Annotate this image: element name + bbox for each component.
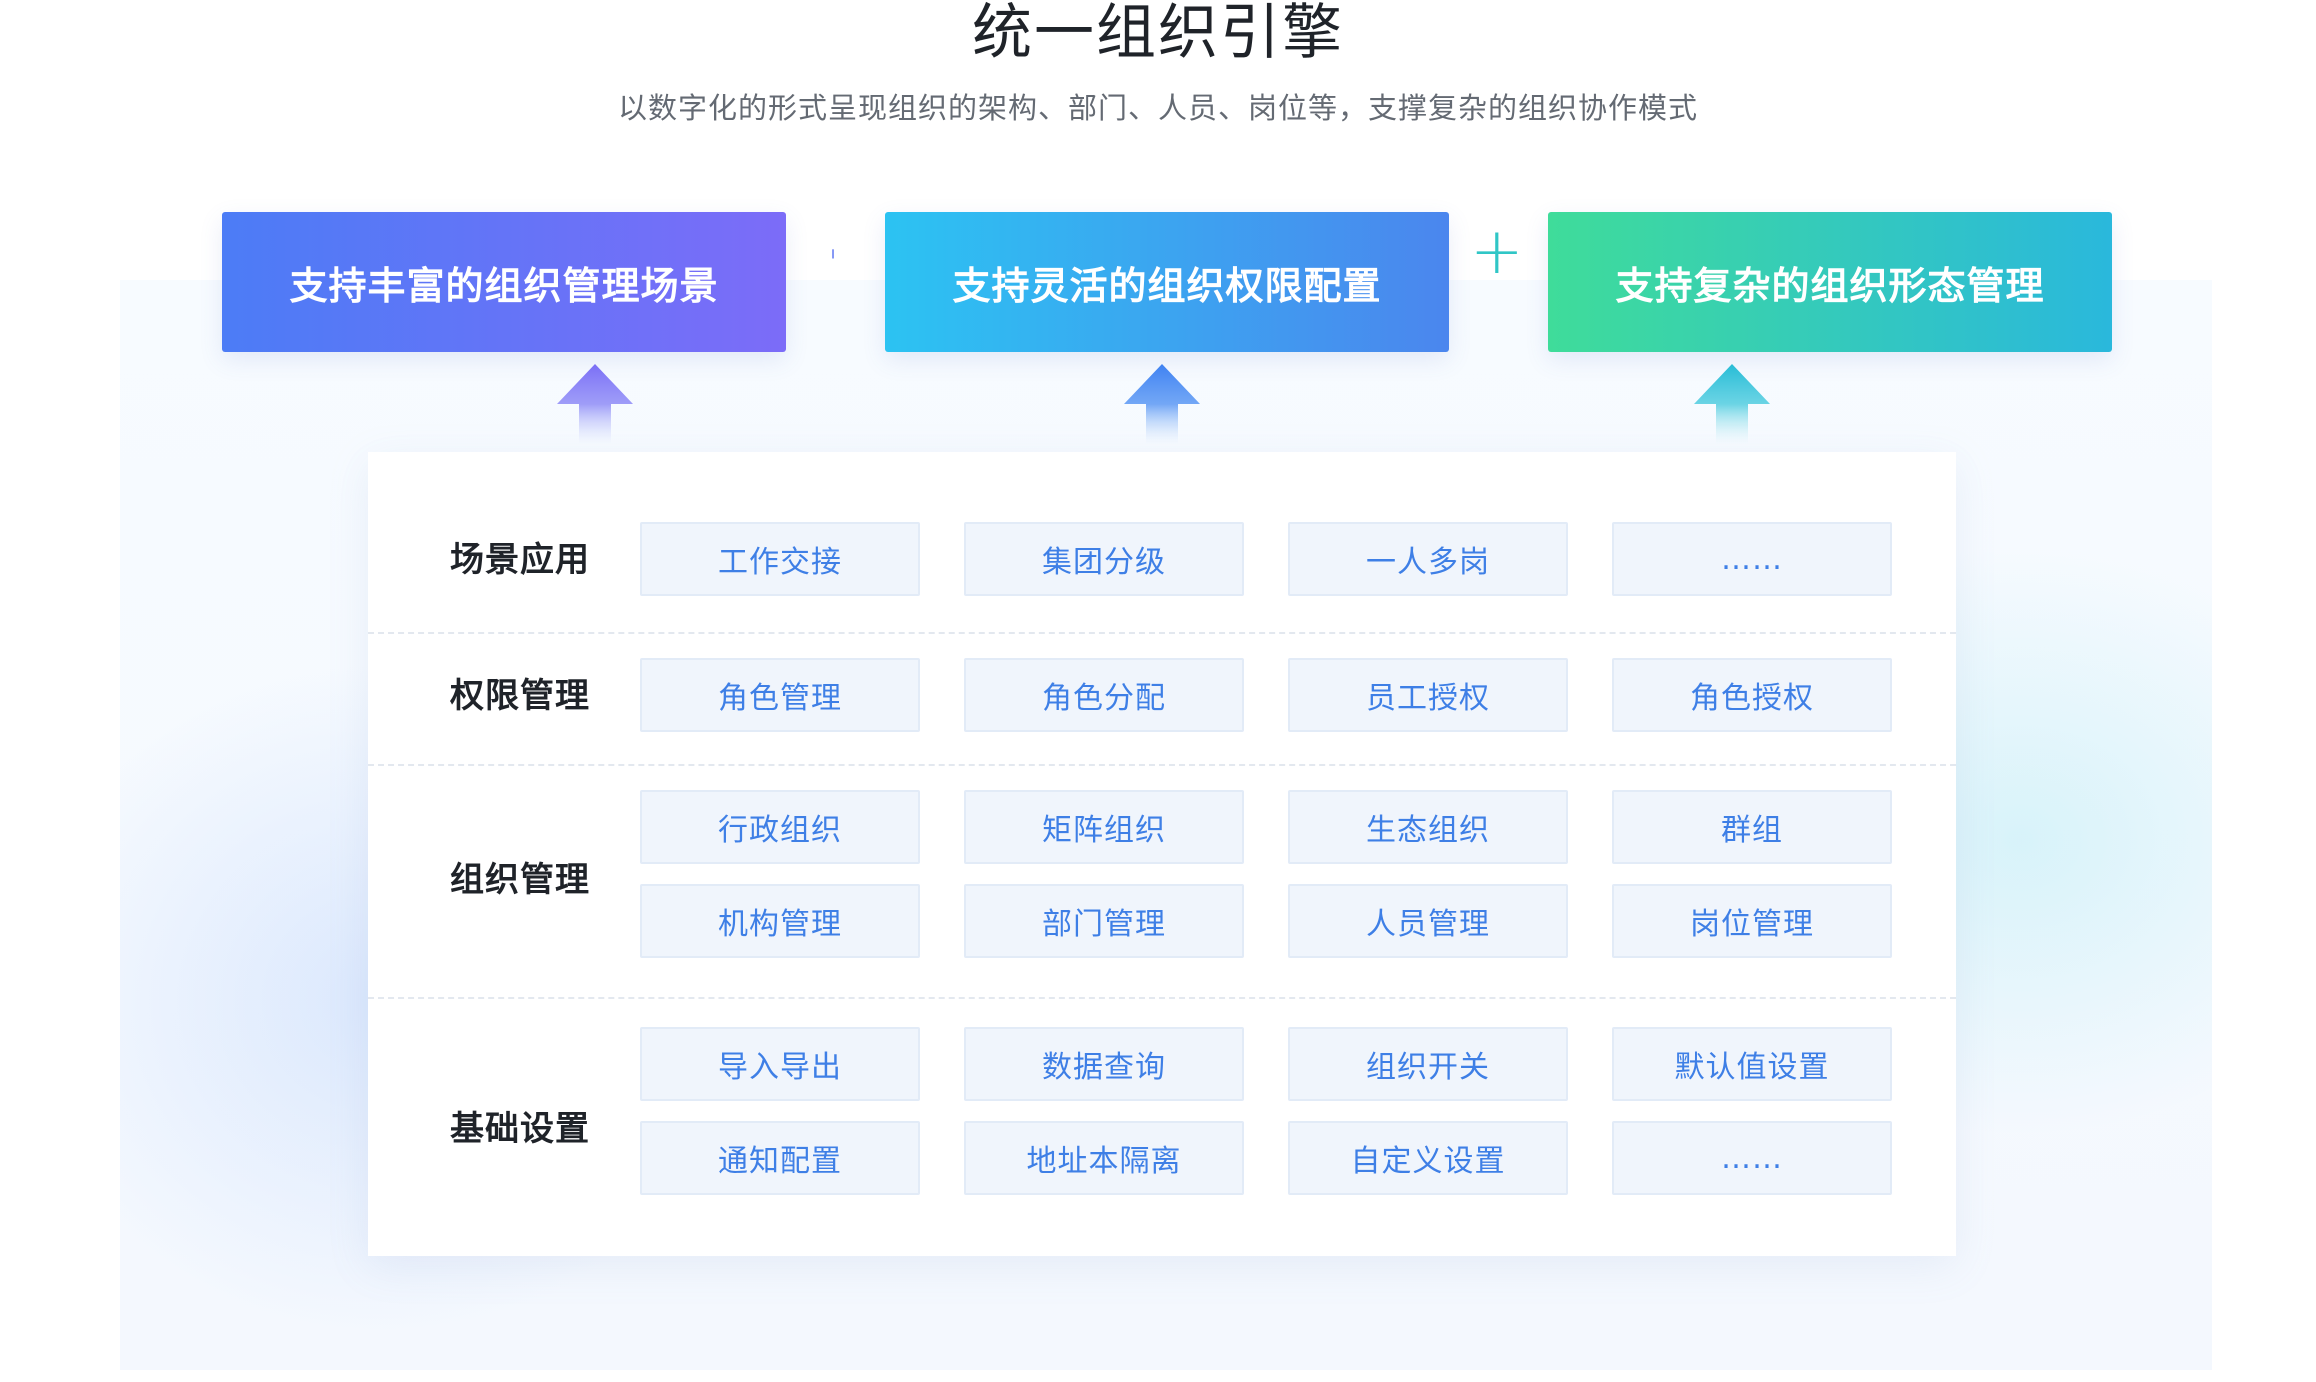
chip-item[interactable]: 一人多岗 [1288,522,1568,596]
page-title: 统一组织引擎 [972,0,1344,68]
row-scenario: 场景应用 工作交接 集团分级 一人多岗 …… [368,452,1956,632]
chip-item[interactable]: 通知配置 [640,1121,920,1195]
chip-item[interactable]: 生态组织 [1288,790,1568,864]
chip-item[interactable]: 机构管理 [640,884,920,958]
row-label: 场景应用 [450,540,590,580]
feature-box-forms: 支持复杂的组织形态管理 [1548,212,2112,352]
chip-item[interactable]: 岗位管理 [1612,884,1892,958]
chip-item[interactable]: 员工授权 [1288,658,1568,732]
chip-item[interactable]: 导入导出 [640,1027,920,1101]
chip-item[interactable]: 部门管理 [964,884,1244,958]
chip-item[interactable]: 人员管理 [1288,884,1568,958]
chip-item[interactable]: …… [1612,1121,1892,1195]
chip-item[interactable]: 矩阵组织 [964,790,1244,864]
chip-item[interactable]: 工作交接 [640,522,920,596]
chip-item[interactable]: …… [1612,522,1892,596]
row-basic-settings: 基础设置 导入导出 数据查询 组织开关 默认值设置 通知配置 地址本隔离 自定义… [368,997,1956,1256]
arrow-up-icon [1694,364,1770,444]
feature-box-scenarios: 支持丰富的组织管理场景 [222,212,786,352]
chip-item[interactable]: 集团分级 [964,522,1244,596]
chip-item[interactable]: 组织开关 [1288,1027,1568,1101]
arrow-up-icon [1124,364,1200,444]
row-label: 基础设置 [450,1109,590,1149]
chip-item[interactable]: 自定义设置 [1288,1121,1568,1195]
chip-item[interactable]: 群组 [1612,790,1892,864]
row-permission: 权限管理 角色管理 角色分配 员工授权 角色授权 [368,632,1956,764]
row-label: 组织管理 [450,860,590,900]
chip-item[interactable]: 行政组织 [640,790,920,864]
separator-tick: ' [828,243,838,283]
chip-item[interactable]: 默认值设置 [1612,1027,1892,1101]
chip-item[interactable]: 数据查询 [964,1027,1244,1101]
chip-item[interactable]: 角色管理 [640,658,920,732]
plus-icon: + [1470,215,1524,289]
page-subtitle: 以数字化的形式呈现组织的架构、部门、人员、岗位等，支撑复杂的组织协作模式 [617,91,1698,125]
chip-item[interactable]: 地址本隔离 [964,1121,1244,1195]
chip-item[interactable]: 角色授权 [1612,658,1892,732]
capability-card: 场景应用 工作交接 集团分级 一人多岗 …… 权限管理 角色管理 角色分配 员工… [368,452,1956,1256]
chip-item[interactable]: 角色分配 [964,658,1244,732]
arrow-up-icon [557,364,633,444]
row-organization: 组织管理 行政组织 矩阵组织 生态组织 群组 机构管理 部门管理 人员管理 岗位… [368,764,1956,997]
feature-box-permissions: 支持灵活的组织权限配置 [885,212,1449,352]
row-label: 权限管理 [450,676,590,716]
